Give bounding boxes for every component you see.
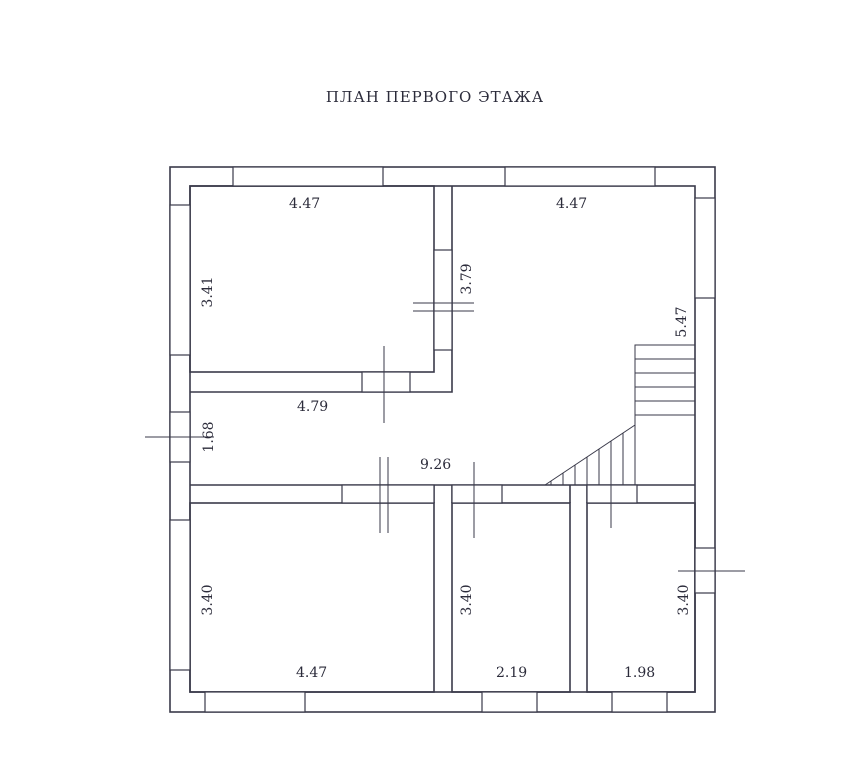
dim-room5-height: 3.40 bbox=[459, 584, 475, 615]
outer-walls bbox=[169, 166, 716, 713]
dim-hall-height: 1.68 bbox=[201, 421, 217, 452]
dimension-labels: 4.47 3.41 3.79 4.47 5.47 4.79 1.68 9.26 … bbox=[200, 196, 692, 681]
dim-room5-width: 2.19 bbox=[496, 665, 527, 681]
window bbox=[611, 691, 668, 713]
dim-room1-width: 4.47 bbox=[289, 196, 320, 212]
windows bbox=[169, 166, 716, 713]
plan-title: ПЛАН ПЕРВОГО ЭТАЖА bbox=[325, 88, 545, 106]
window bbox=[169, 519, 191, 671]
door bbox=[586, 484, 638, 504]
dim-hall-width: 4.79 bbox=[297, 399, 328, 415]
staircase bbox=[544, 344, 695, 486]
room-top-left bbox=[189, 185, 435, 373]
dim-room1-height: 3.41 bbox=[200, 276, 216, 307]
dim-room2-height: 3.79 bbox=[459, 263, 475, 294]
dim-room3-height: 5.47 bbox=[674, 306, 690, 337]
doors bbox=[169, 371, 638, 504]
dim-corridor-length: 9.26 bbox=[420, 457, 451, 473]
window bbox=[481, 691, 538, 713]
dim-room6-width: 1.98 bbox=[624, 665, 655, 681]
window bbox=[504, 166, 656, 187]
dim-room6-height: 3.40 bbox=[676, 584, 692, 615]
door bbox=[361, 371, 411, 393]
dim-room4-width: 4.47 bbox=[296, 665, 327, 681]
window bbox=[433, 249, 453, 351]
window bbox=[169, 204, 191, 356]
room-top-right bbox=[190, 186, 453, 393]
dim-room4-height: 3.40 bbox=[200, 584, 216, 615]
window bbox=[204, 691, 306, 713]
room-bottom-left bbox=[189, 502, 435, 693]
window bbox=[232, 166, 384, 187]
dim-room3-width: 4.47 bbox=[556, 196, 587, 212]
door bbox=[451, 484, 503, 504]
window bbox=[694, 197, 716, 299]
door-axis-marks bbox=[145, 302, 745, 572]
